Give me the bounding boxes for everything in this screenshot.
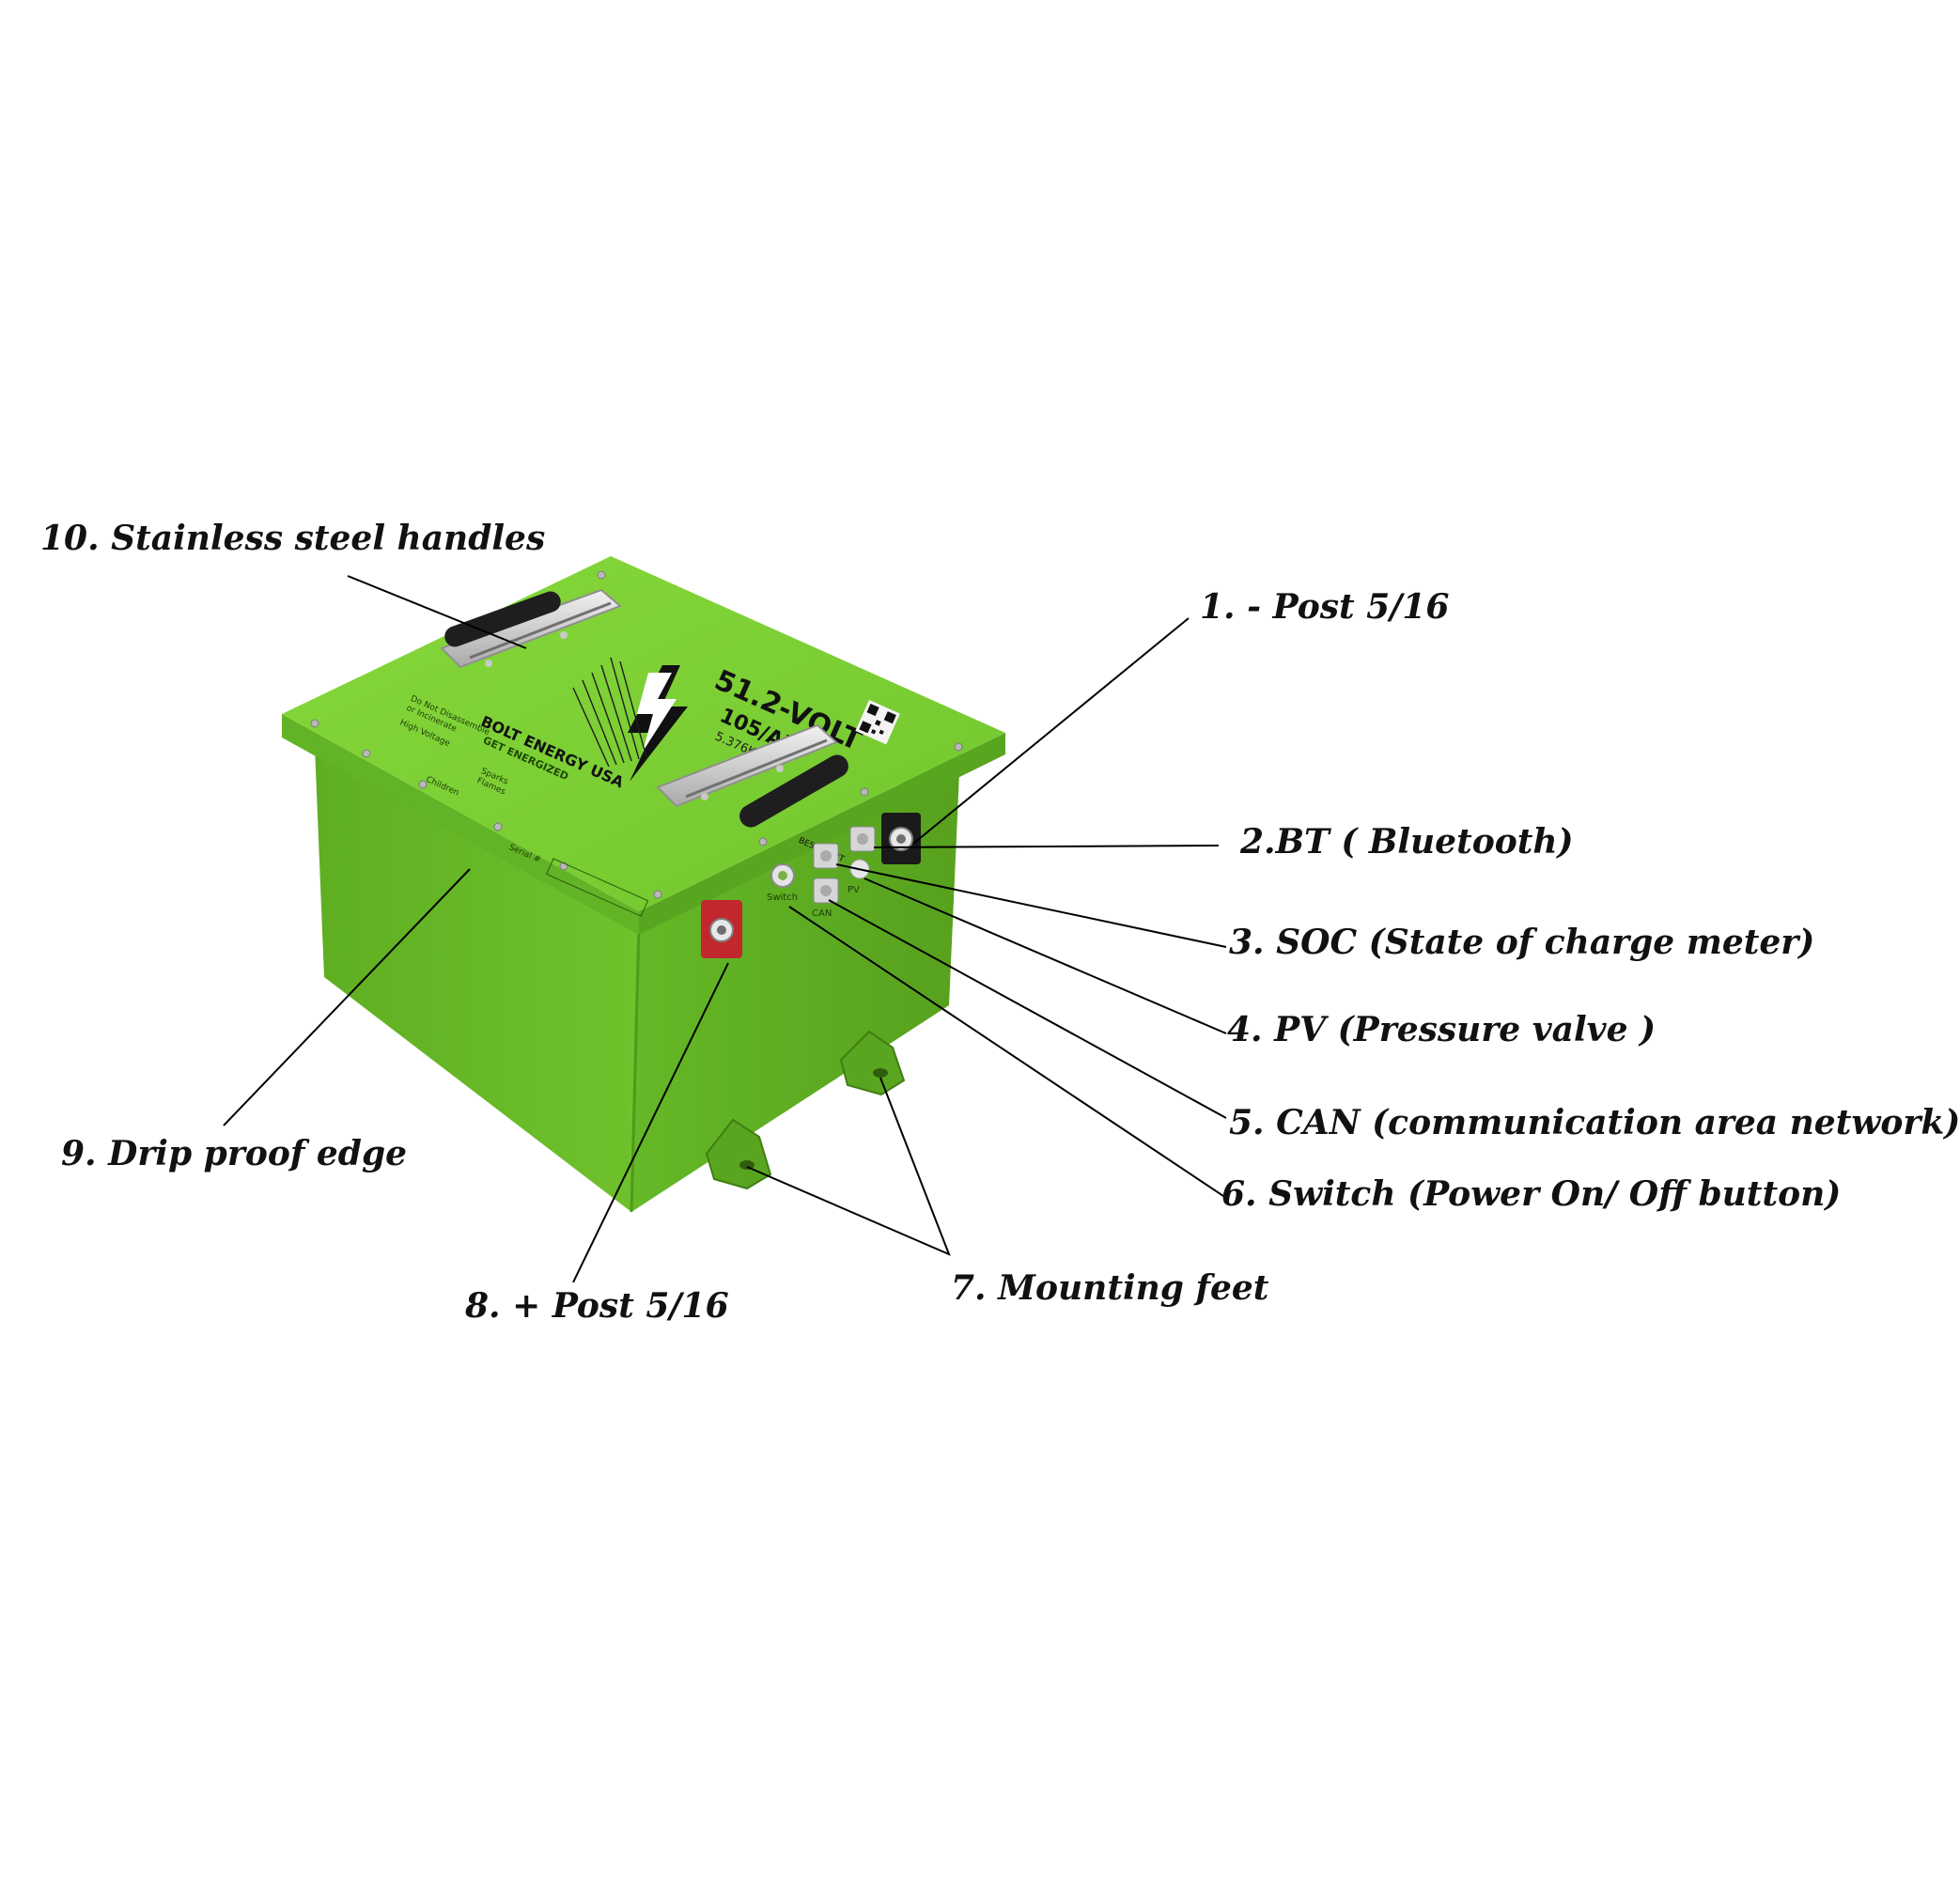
callout-mounting-feet: 7. Mounting feet	[951, 1268, 1269, 1308]
callout-soc: 3. SOC (State of charge meter)	[1229, 923, 1815, 962]
leader-lines	[223, 575, 1227, 1283]
callout-handles: 10. Stainless steel handles	[40, 519, 546, 558]
callout-bluetooth: 2.BT ( Bluetooth)	[1240, 822, 1574, 862]
bluetooth-module	[849, 826, 876, 852]
leader-line-mounting-feet	[746, 1077, 951, 1256]
leader-line-switch	[788, 906, 1227, 1199]
handle-grip-front	[739, 754, 848, 828]
leader-line-handles	[347, 575, 527, 649]
soc-meter	[813, 843, 839, 869]
leader-line-pressure-valve	[863, 877, 1227, 1034]
mounting-foot-left	[705, 1118, 772, 1190]
leader-line-can	[828, 899, 1227, 1119]
stainless-steel-handle-rear	[440, 588, 622, 669]
can-label: CAN	[812, 908, 832, 919]
leader-line-pos-post	[572, 962, 729, 1283]
callout-neg-post: 1. - Post 5/16	[1200, 587, 1450, 627]
battery-diagram: 51.2-VOLT 105/AH 5.376KWh BOLT ENERGY US…	[223, 556, 1227, 1283]
lightning-bolt-logo	[572, 657, 688, 782]
mounting-foot-right	[839, 1030, 906, 1096]
lid-screws	[310, 570, 963, 899]
callout-pressure-valve: 4. PV (Pressure valve )	[1227, 1010, 1657, 1049]
callout-pos-post: 8. + Post 5/16	[465, 1286, 729, 1326]
lid-side-edge-left	[282, 714, 639, 935]
leader-line-drip-edge	[223, 868, 471, 1126]
lid-side-edge-right	[639, 733, 1005, 935]
mounting-feet	[705, 1030, 906, 1190]
positive-post	[701, 900, 742, 958]
leader-line-neg-post	[912, 617, 1190, 845]
battery-body	[315, 747, 960, 1213]
leader-line-soc	[835, 863, 1227, 948]
negative-post	[881, 813, 921, 864]
battery-side-face	[631, 752, 960, 1212]
callout-drip-edge: 9. Drip proof edge	[61, 1134, 408, 1173]
stainless-steel-handle-front	[656, 723, 848, 828]
pv-label: PV	[848, 885, 860, 895]
switch-label: Switch	[767, 893, 798, 903]
qr-code	[855, 700, 900, 745]
handle-grip-rear	[444, 591, 561, 647]
leader-line-bluetooth	[873, 845, 1220, 848]
callout-switch: 6. Switch (Power On/ Off button)	[1221, 1174, 1842, 1214]
callout-can: 5. CAN (communication area network)	[1229, 1103, 1960, 1142]
power-switch: Switch	[767, 863, 798, 903]
can-port: CAN	[812, 877, 839, 919]
battery-front-face	[315, 747, 639, 1212]
